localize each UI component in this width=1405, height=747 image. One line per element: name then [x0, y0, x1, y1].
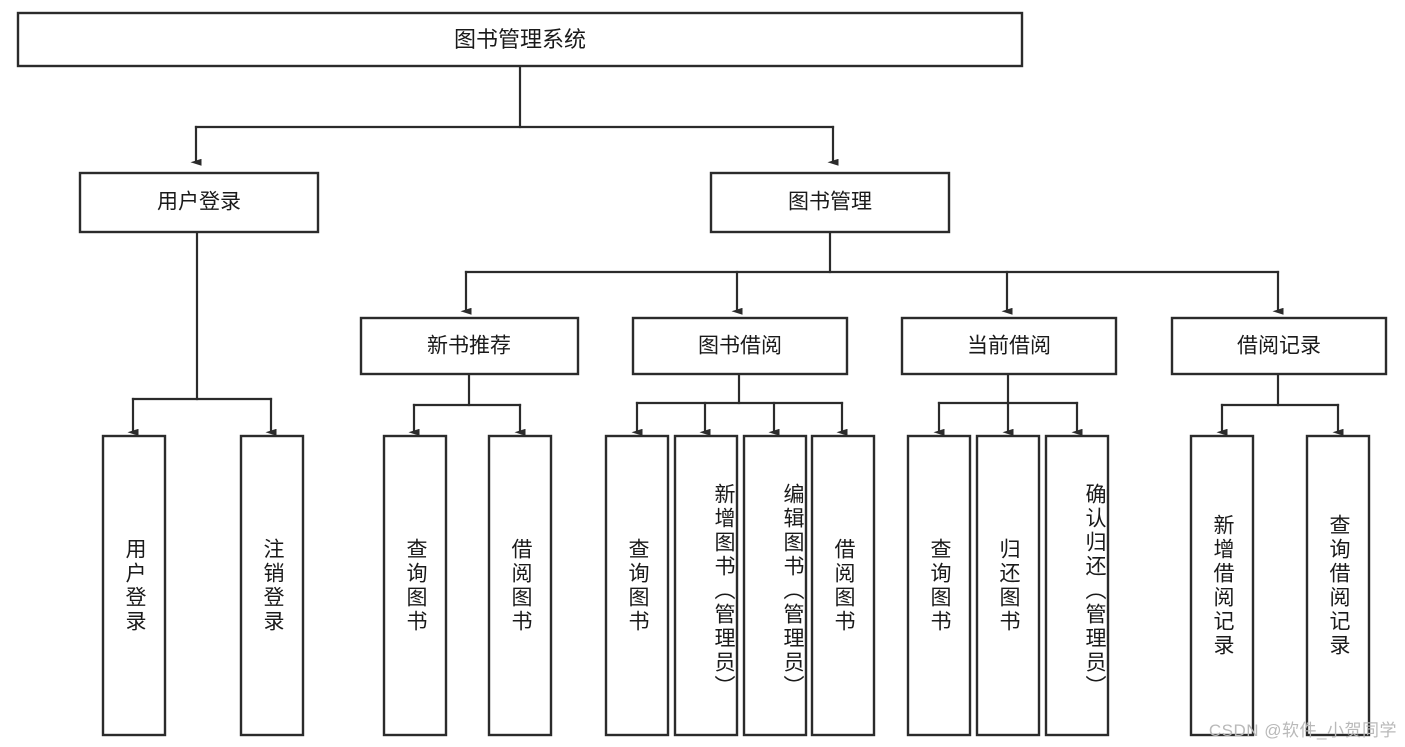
leaf-box-user-login-1[interactable]: [239, 434, 305, 737]
node-root-system-label: 图书管理系统: [454, 27, 586, 52]
node-book-management[interactable]: 图书管理: [709, 171, 951, 234]
leaf-box-user-login-0[interactable]: [101, 434, 167, 737]
connector-root-to-level1: [190, 64, 839, 166]
node-current-borrow-label: 当前借阅: [967, 335, 1051, 358]
csdn-watermark: CSDN @软件_小贺同学: [1208, 721, 1397, 740]
leaf-box-book-borrow-1[interactable]: [673, 434, 739, 737]
connector-userlogin-to-leaves: [127, 230, 277, 436]
leaf-box-current-borrow-2[interactable]: [1044, 434, 1110, 737]
leaf-box-book-borrow-3[interactable]: [810, 434, 876, 737]
node-user-login-label: 用户登录: [157, 191, 241, 214]
connector-newbook-to-leaves: [408, 372, 526, 436]
leaf-box-book-borrow-0[interactable]: [604, 434, 670, 737]
connector-bookborrow-to-leaves: [631, 372, 848, 436]
node-borrow-record[interactable]: 借阅记录: [1170, 316, 1388, 376]
node-new-book-recommend[interactable]: 新书推荐: [359, 316, 580, 376]
leaf-box-current-borrow-0[interactable]: [906, 434, 972, 737]
leaf-box-book-borrow-2[interactable]: [742, 434, 808, 737]
node-book-borrow-label: 图书借阅: [698, 335, 782, 358]
connector-currentborrow-to-leaves: [933, 372, 1083, 436]
node-current-borrow[interactable]: 当前借阅: [900, 316, 1118, 376]
node-new-book-recommend-label: 新书推荐: [427, 335, 511, 358]
leaf-box-new-book-1[interactable]: [487, 434, 553, 737]
connector-borrowrecord-to-leaves: [1216, 372, 1344, 436]
leaf-box-borrow-record-0[interactable]: [1189, 434, 1255, 737]
node-book-borrow[interactable]: 图书借阅: [631, 316, 849, 376]
node-root-system[interactable]: 图书管理系统: [16, 11, 1024, 68]
node-user-login[interactable]: 用户登录: [78, 171, 320, 234]
node-book-management-label: 图书管理: [788, 191, 872, 214]
leaf-box-new-book-0[interactable]: [382, 434, 448, 737]
connector-bookmgmt-to-level2: [460, 230, 1284, 315]
leaf-box-borrow-record-1[interactable]: [1305, 434, 1371, 737]
node-borrow-record-label: 借阅记录: [1237, 335, 1321, 358]
leaf-box-current-borrow-1[interactable]: [975, 434, 1041, 737]
